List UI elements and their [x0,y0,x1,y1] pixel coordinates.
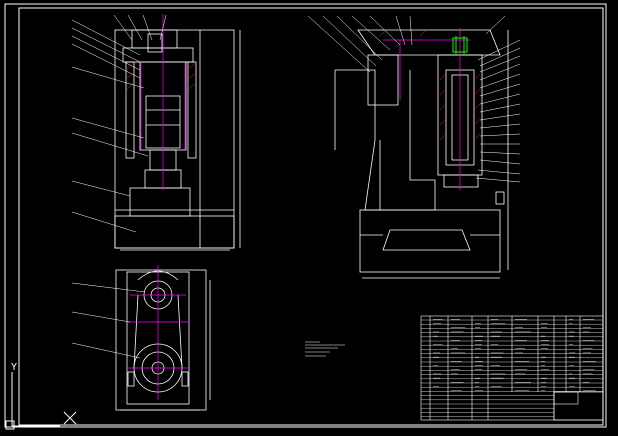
plan-view-leaders [71,282,146,359]
drawing-border [4,3,607,428]
parts-list-cell-marks [433,319,596,391]
parts-list-table [420,315,604,421]
front-view-centerlines [140,14,186,190]
parts-list-rows [421,319,603,417]
side-view-leaders-right [475,39,521,183]
front-view [114,29,241,251]
side-view-hatch [379,29,481,141]
plan-view [115,269,211,411]
plan-view-centerlines [128,265,188,400]
side-view [334,29,509,279]
technical-notes [305,341,345,357]
ucs-icon [5,372,77,430]
front-view-hatch [125,61,197,91]
side-view-green-part [452,36,468,54]
front-view-leaders [71,14,167,233]
ucs-y-label: Y [11,362,17,373]
side-view-leaders-top [307,15,506,73]
